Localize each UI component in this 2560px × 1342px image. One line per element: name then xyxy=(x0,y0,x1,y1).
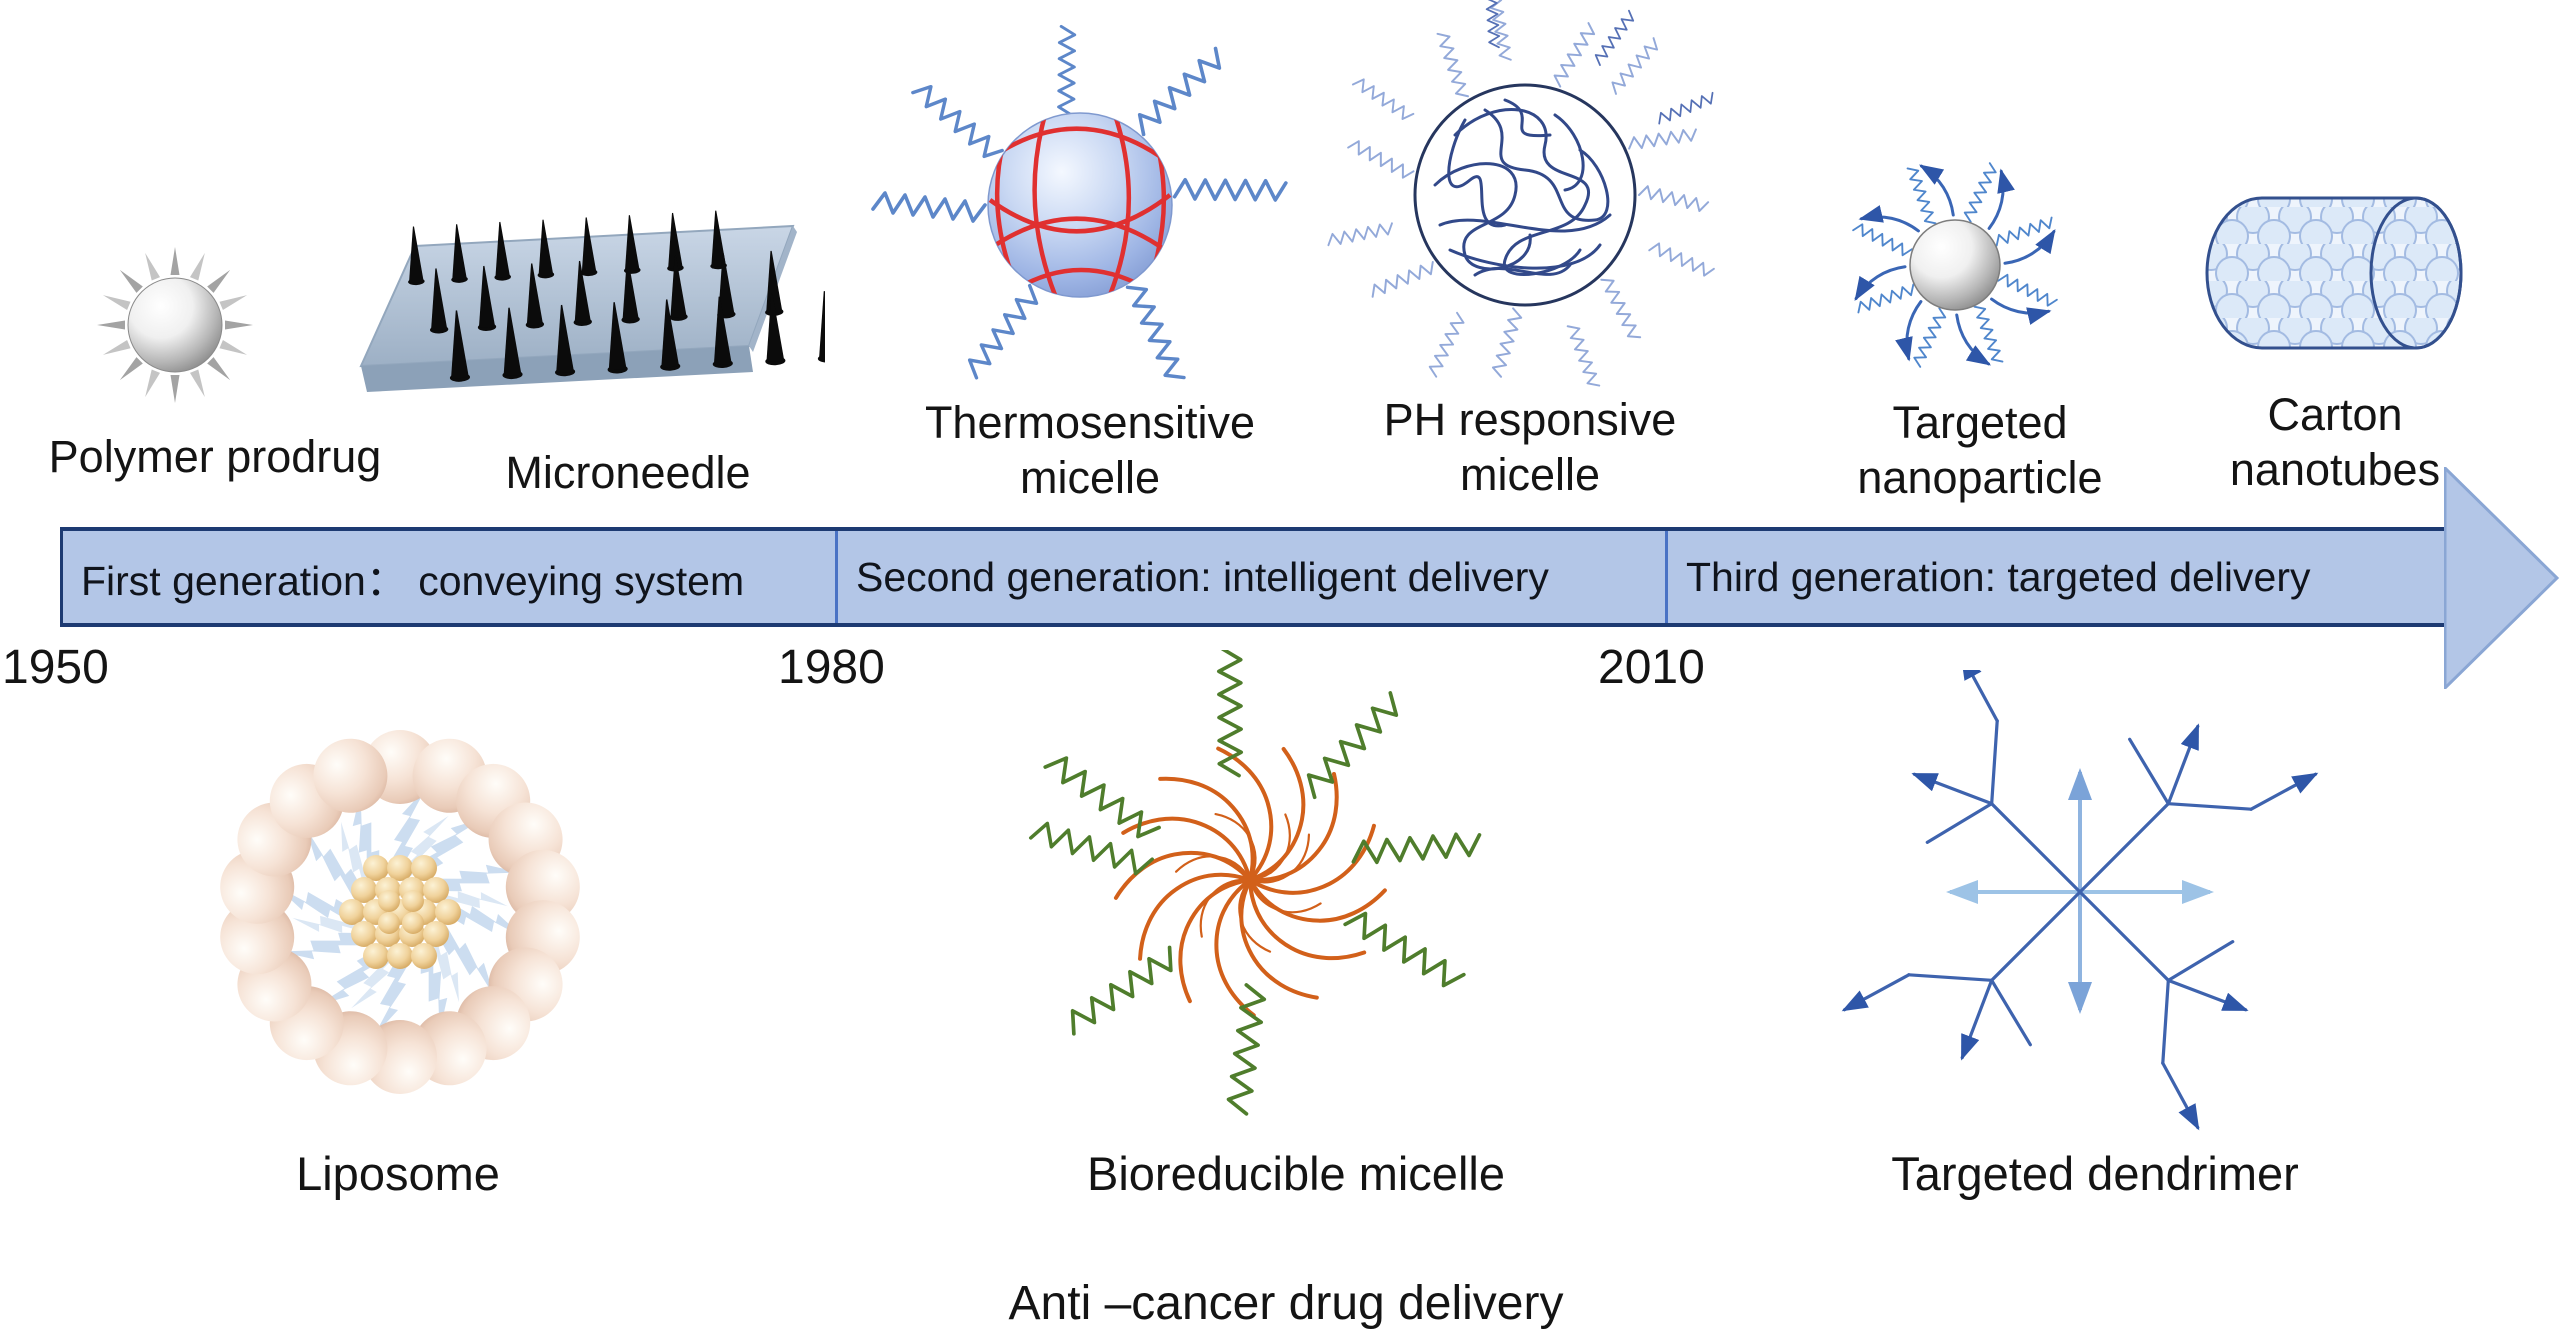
liposome-icon xyxy=(220,730,580,1094)
timeline-arrowhead xyxy=(2444,467,2560,689)
label-ph-responsive-micelle: PH responsive micelle xyxy=(1383,394,1677,500)
label-liposome: Liposome xyxy=(296,1147,500,1200)
carton-nanotubes-icon xyxy=(2205,196,2463,350)
targeted-nanoparticle-icon xyxy=(1849,159,2061,371)
label-targeted-dendrimer: Targeted dendrimer xyxy=(1891,1147,2299,1200)
timeline-segment-third-generation: Third generation: targeted delivery xyxy=(1686,553,2311,600)
polymer-prodrug-icon xyxy=(97,247,253,403)
timeline-segment-first-generation: First generation： conveying system xyxy=(63,531,838,623)
targeted-dendrimer-icon xyxy=(1840,670,2320,1150)
label-microneedle: Microneedle xyxy=(505,447,751,498)
timeline-arrow-bar: First generation： conveying system Secon… xyxy=(60,527,2444,627)
label-carton-nanotubes: Carton nanotubes xyxy=(2229,389,2441,495)
year-2010: 2010 xyxy=(1598,641,1705,694)
label-thermosensitive-micelle: Thermosensitive micelle xyxy=(924,397,1256,503)
ph-responsive-micelle-icon xyxy=(1324,0,1718,391)
thermosensitive-micelle-icon xyxy=(871,23,1290,387)
year-1980: 1980 xyxy=(778,641,885,694)
figure-caption: Anti –cancer drug delivery xyxy=(1008,1277,1564,1330)
label-bioreducible-micelle: Bioreducible micelle xyxy=(1087,1147,1505,1200)
label-polymer-prodrug: Polymer prodrug xyxy=(48,431,382,482)
year-1950: 1950 xyxy=(2,641,109,694)
microneedle-icon xyxy=(359,210,825,392)
timeline-segment-second-generation: Second generation: intelligent delivery xyxy=(838,531,1668,623)
label-targeted-nanoparticle: Targeted nanoparticle xyxy=(1857,397,2103,503)
bioreducible-micelle-icon xyxy=(1026,650,1485,1117)
